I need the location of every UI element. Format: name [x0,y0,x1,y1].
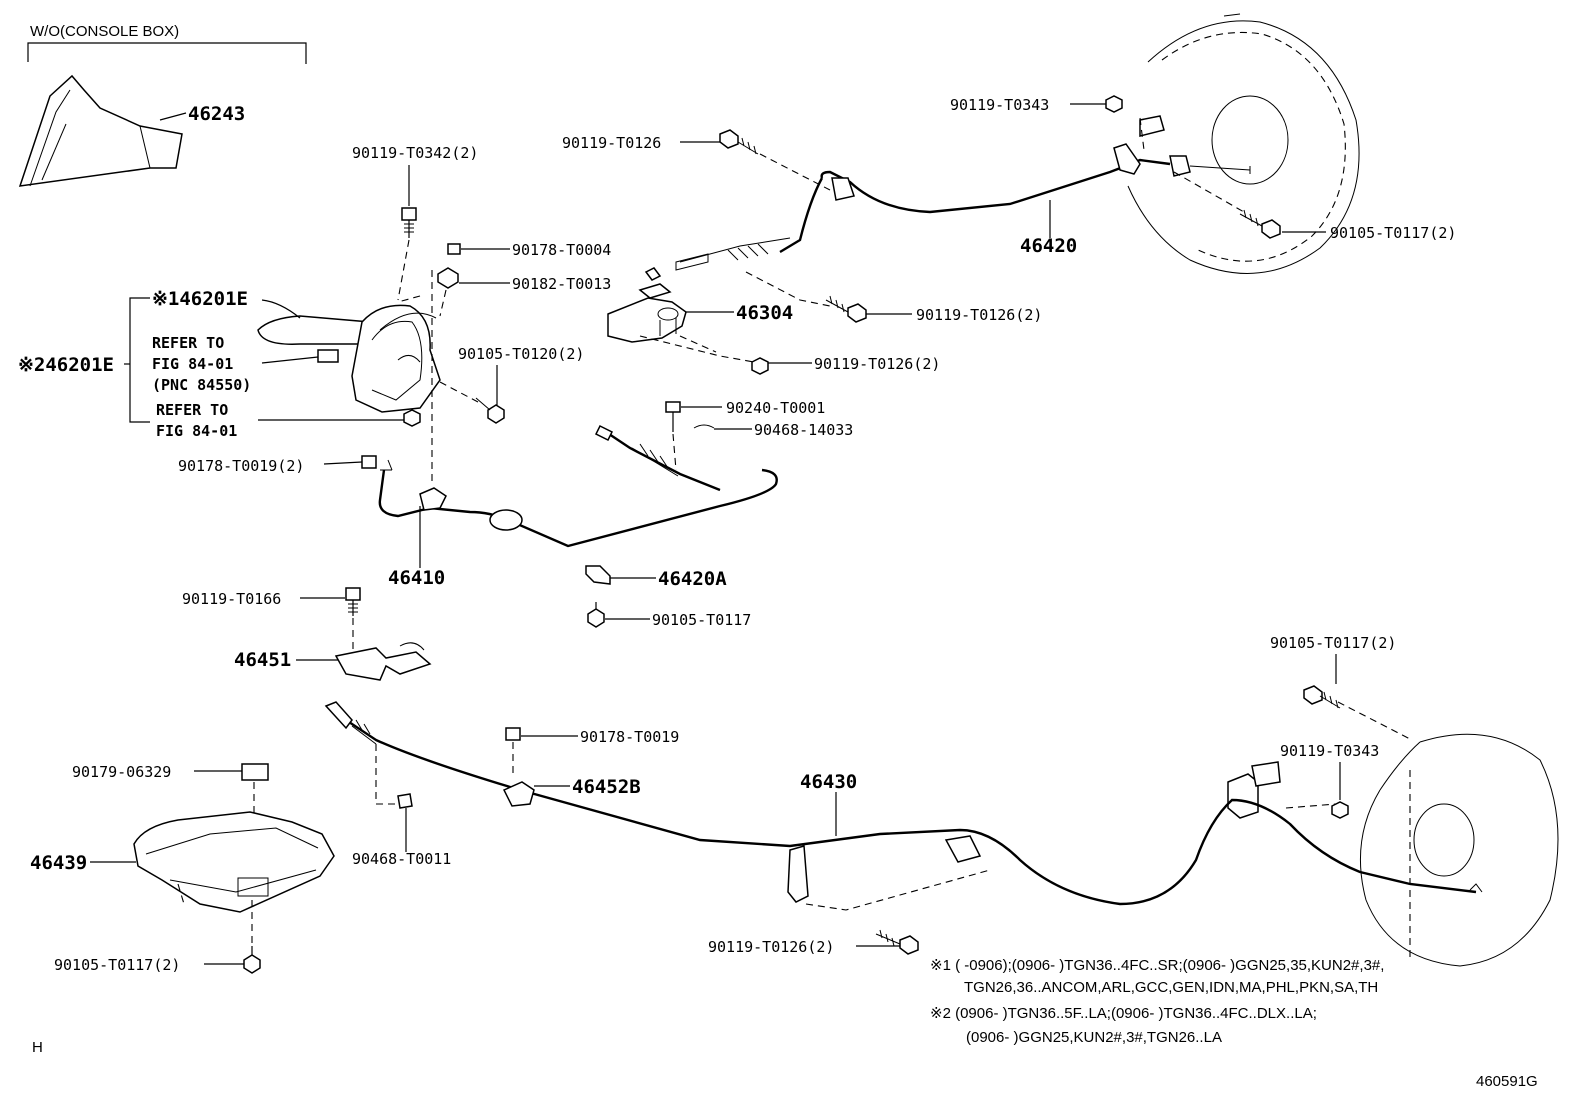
refer-1-line3: (PNC 84550) [152,376,251,394]
bolt-90119-T0126-top [719,129,759,155]
label-46201E-note2: ※246201E [18,354,114,376]
cable-46410 [378,468,778,548]
label-90119-T0342: 90119-T0342(2) [352,144,478,162]
cable-46410-grommet [489,509,523,531]
refer-1-line1: REFER TO [152,334,224,352]
label-90468-T0011: 90468-T0011 [352,850,451,868]
bolt-90105-T0117-bottom [243,946,261,974]
label-46420A: 46420A [658,568,727,590]
label-46430: 46430 [800,771,857,793]
note-1-line2: TGN26,36..ANCOM,ARL,GCC,GEN,IDN,MA,PHL,P… [964,979,1378,996]
label-90468-14033: 90468-14033 [754,421,853,439]
clip-90178-T0019-2 [361,455,377,469]
label-90105-T0117: 90105-T0117 [652,611,751,629]
label-90178-T0004: 90178-T0004 [512,241,611,259]
label-90119-T0166: 90119-T0166 [182,590,281,608]
clip-90468-T0011 [397,793,413,809]
label-46420: 46420 [1020,235,1077,257]
label-90119-T0126-2b: 90119-T0126(2) [814,355,940,373]
clip-90178-T0019 [505,727,521,741]
nut-90119-T0126-2b [751,357,769,375]
label-90105-T0120: 90105-T0120(2) [458,345,584,363]
bolt-90119-T0126-bottom [875,929,919,955]
label-90105-T0117-2-bottom: 90105-T0117(2) [54,956,180,974]
label-90119-T0126-2a: 90119-T0126(2) [916,306,1042,324]
note-2-line2: (0906- )GGN25,KUN2#,3#,TGN26..LA [966,1029,1222,1046]
clip-90178-T0004 [447,243,461,255]
nut-refer-fig [403,409,421,427]
label-90178-T0019-2: 90178-T0019(2) [178,457,304,475]
label-90105-T0117-2-top: 90105-T0117(2) [1330,224,1456,242]
label-46439: 46439 [30,852,87,874]
clip-46420A [585,565,611,585]
label-90240-T0001: 90240-T0001 [726,399,825,417]
label-46243: 46243 [188,103,245,125]
label-90119-T0126-2-bottom: 90119-T0126(2) [708,938,834,956]
refer-2-line1: REFER TO [156,401,228,419]
bolt-90119-T0166 [345,587,361,616]
refer-1-line2: FIG 84-01 [152,355,233,373]
label-46201E-note1: ※146201E [152,288,248,310]
rear-brake-bottom-illustration [1227,733,1559,967]
bolt-90105-T0117-right [1303,685,1341,709]
label-90105-T0117-2-right: 90105-T0117(2) [1270,634,1396,652]
label-90119-T0126-top: 90119-T0126 [562,134,661,152]
bolt-90119-T0126-2a [825,295,867,323]
label-46451: 46451 [234,649,291,671]
cable-46420 [820,158,1171,214]
nut-90182-T0013 [437,267,459,289]
label-90119-T0343-right: 90119-T0343 [1280,742,1379,760]
equalizer-46304 [607,283,687,343]
nut-90119-T0343-right [1331,801,1349,819]
nut-90119-T0343-top [1105,95,1123,113]
parking-brake-lever-illustration [257,304,441,413]
pin-90240-T0001 [665,401,681,432]
label-90179-06329: 90179-06329 [72,763,171,781]
header-bracket [27,42,307,64]
bolt-90105-T0120 [475,397,505,424]
clip-46452B [502,781,535,807]
label-46304: 46304 [736,302,793,324]
note-1-line1: ※1 ( -0906);(0906- )TGN36..4FC..SR;(0906… [930,957,1384,974]
clip-90468-14033 [693,424,715,429]
refer-2-line2: FIG 84-01 [156,422,237,440]
bolt-90105-T0117 [587,602,605,628]
label-90119-T0343-top: 90119-T0343 [950,96,1049,114]
label-46452B: 46452B [572,776,641,798]
bolt-90105-T0117-top [1239,209,1281,239]
nut-90179-06329 [241,763,269,781]
note-2-line1: ※2 (0906- )TGN36..5F..LA;(0906- )TGN36..… [930,1005,1317,1022]
shift-boot-illustration [18,74,183,187]
corner-mark: H [32,1039,43,1056]
bracket-46451 [334,647,432,681]
figure-id: 460591G [1476,1073,1538,1090]
label-90178-T0019: 90178-T0019 [580,728,679,746]
bolt-90119-T0342 [401,207,417,238]
insulator-46439 [133,811,335,913]
label-46410: 46410 [388,567,445,589]
label-90182-T0013: 90182-T0013 [512,275,611,293]
cable-46410-bracket [419,487,447,511]
header-label: W/O(CONSOLE BOX) [30,23,179,40]
rear-brake-top-illustration [1127,13,1360,274]
